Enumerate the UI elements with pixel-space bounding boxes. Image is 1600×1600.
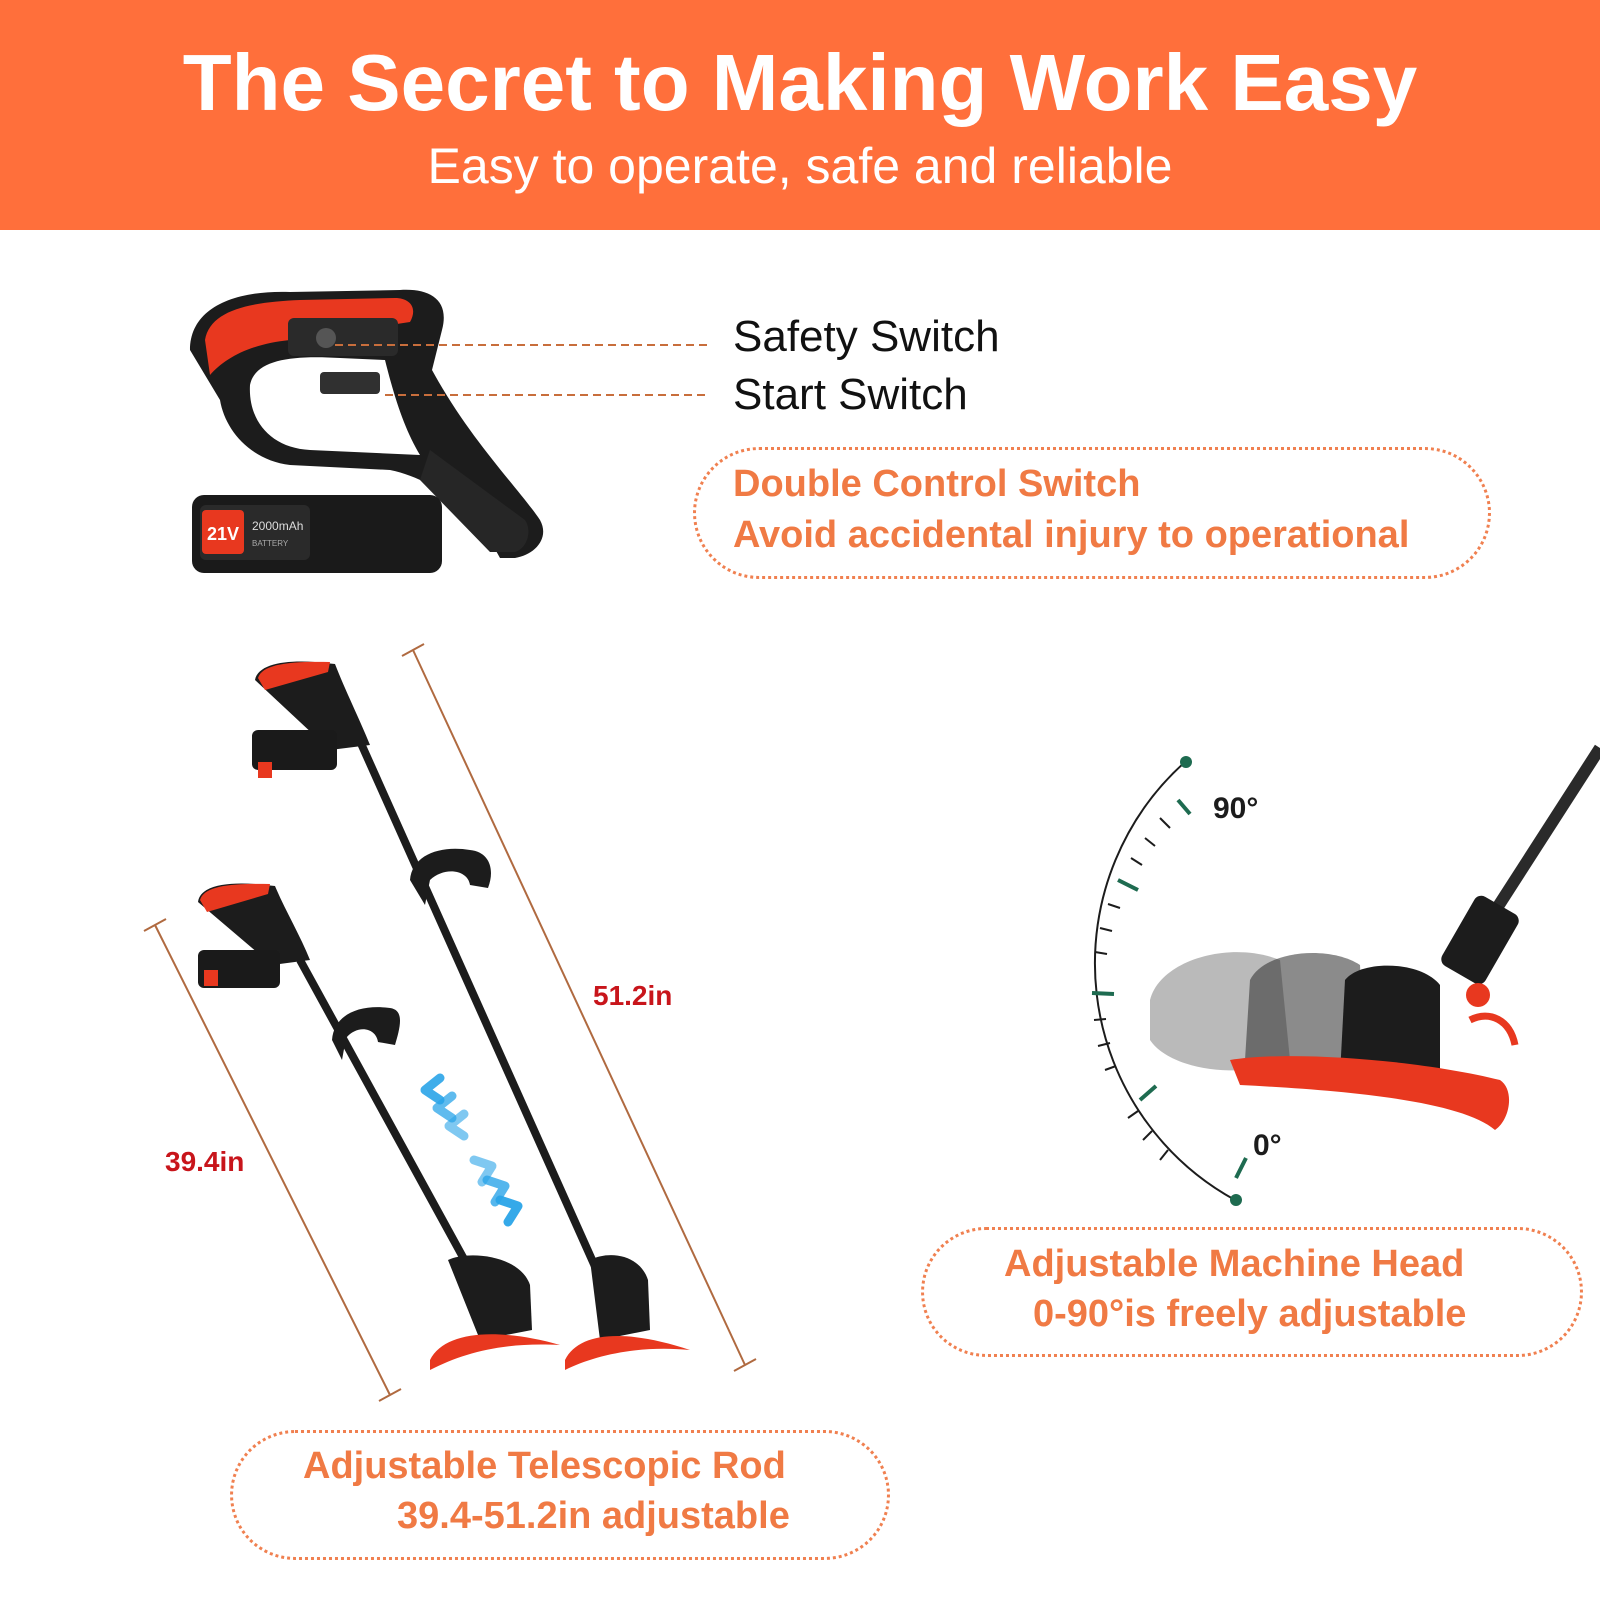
telescopic-arrows-icon (420, 1073, 523, 1227)
angle-scale-ticks (1091, 798, 1248, 1179)
machine-head-callout (921, 1227, 1583, 1357)
ghost-head-2 (1245, 953, 1365, 1083)
start-switch-trigger (320, 372, 380, 394)
handle-closeup-image: 21V 2000mAh BATTERY (190, 289, 544, 573)
battery-type-text: BATTERY (252, 539, 289, 548)
start-switch-label: Start Switch (733, 370, 968, 419)
short-dimension-label: 39.4in (165, 1146, 245, 1177)
page-title: The Secret to Making Work Easy (182, 38, 1418, 127)
telescopic-rod-callout (230, 1430, 890, 1560)
angle-max-label: 90° (1213, 792, 1258, 825)
page-subtitle: Easy to operate, safe and reliable (427, 138, 1173, 194)
battery-voltage-text: 21V (207, 524, 239, 544)
angle-scale-top-dot (1180, 756, 1192, 768)
handle-tube (420, 450, 529, 552)
long-dimension-label: 51.2in (593, 980, 673, 1011)
short-trimmer (198, 883, 560, 1370)
double-control-callout (693, 447, 1491, 579)
telescopic-rod-desc: 39.4-51.2in adjustable (397, 1495, 790, 1537)
machine-head-title: Adjustable Machine Head (1004, 1243, 1465, 1285)
rotate-arrow-icon (1468, 1012, 1519, 1046)
double-control-desc: Avoid accidental injury to operational (733, 514, 1410, 556)
header-banner: The Secret to Making Work Easy Easy to o… (0, 0, 1600, 230)
telescopic-rod-title: Adjustable Telescopic Rod (303, 1445, 786, 1487)
long-dimension-line (412, 649, 746, 1366)
safety-switch-button (316, 328, 336, 348)
short-dimension-line (154, 924, 391, 1396)
machine-head-image: 90° 0° (1091, 744, 1600, 1206)
angle-min-label: 0° (1253, 1129, 1282, 1162)
switch-leader-lines (335, 344, 710, 396)
safety-switch-label: Safety Switch (733, 312, 1000, 361)
double-control-title: Double Control Switch (733, 463, 1141, 505)
switch-block (288, 318, 398, 356)
trimmer-head (1230, 965, 1510, 1130)
battery-capacity-text: 2000mAh (252, 519, 303, 533)
pivot-button (1466, 983, 1490, 1007)
telescopic-trimmers-image (143, 643, 757, 1402)
machine-head-desc: 0-90°is freely adjustable (1033, 1293, 1467, 1335)
battery-voltage-badge (202, 510, 244, 554)
angle-scale-bottom-dot (1230, 1194, 1242, 1206)
tall-trimmer (252, 661, 690, 1370)
